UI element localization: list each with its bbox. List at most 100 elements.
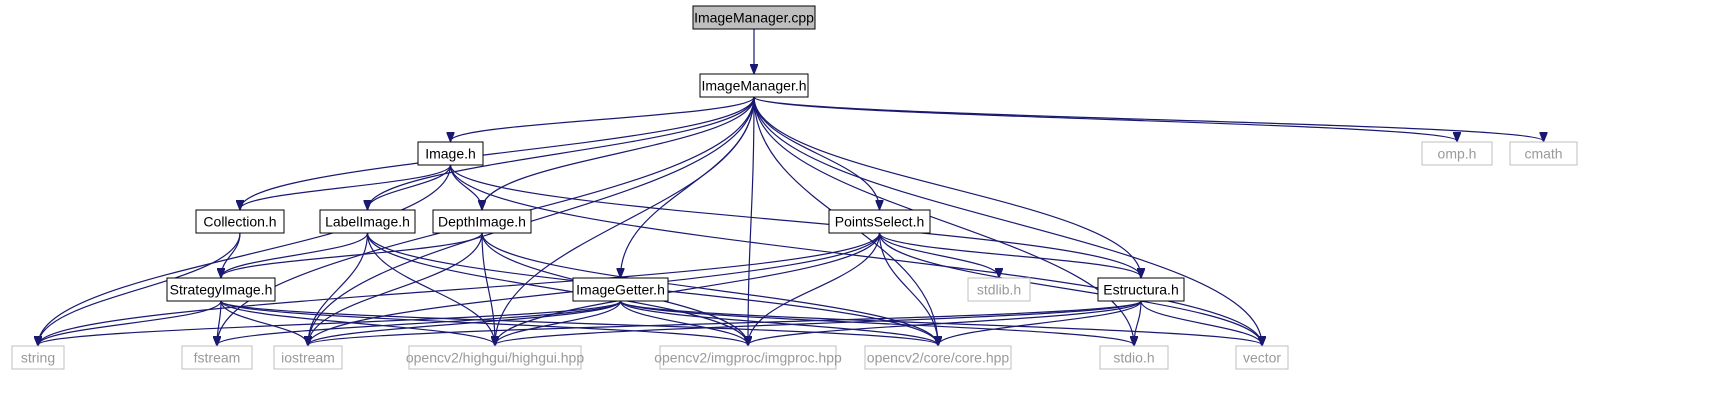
edge-imagemanager_h-to-stdio_h [753, 96, 1134, 345]
node-box [828, 209, 931, 234]
node-omp-h: omp.h [1421, 141, 1493, 166]
edge-image_h-to-string [38, 164, 452, 345]
node-box [166, 277, 276, 302]
edge-pointsselect_h-to-string [38, 232, 881, 345]
edge-imagegetter_h-to-core [619, 300, 939, 345]
node-label: PointsSelect.h [835, 214, 925, 230]
edge-imagemanager_h-to-depthimage_h [482, 96, 755, 209]
edge-pointsselect_h-to-stdlib_h [878, 232, 1000, 277]
node-label: opencv2/highgui/highgui.hpp [406, 350, 584, 366]
edge-imagemanager_h-to-labelimage_h [368, 96, 755, 209]
node-imagegetter-h[interactable]: ImageGetter.h [572, 277, 669, 302]
edge-strategyimage_h-to-highgui [220, 300, 495, 345]
node-box [408, 345, 582, 370]
edge-imagegetter_h-to-imgproc [619, 300, 749, 345]
edge-imagemanager_h-to-estructura_h [753, 96, 1141, 277]
node-box [659, 345, 837, 370]
edge-imagegetter_h-to-highgui [495, 300, 622, 345]
node-cmath: cmath [1509, 141, 1578, 166]
node-label: stdlib.h [977, 282, 1021, 298]
edge-labelimage_h-to-iostream [308, 232, 369, 345]
edge-imagemanager_h-to-imagegetter_h [621, 96, 755, 277]
node-labelimage-h[interactable]: LabelImage.h [319, 209, 416, 234]
edge-imagemanager_h-to-imgproc [748, 96, 755, 345]
node-box [1509, 141, 1578, 166]
edge-image_h-to-collection_h [240, 164, 452, 209]
edge-imagemanager_h-to-collection_h [240, 96, 755, 209]
node-depthimage-h[interactable]: DepthImage.h [432, 209, 532, 234]
node-image-h[interactable]: Image.h [417, 141, 484, 166]
node-box [417, 141, 484, 166]
node-fstream: fstream [181, 345, 253, 370]
node-stdlib-h: stdlib.h [967, 277, 1031, 302]
node-pointsselect-h[interactable]: PointsSelect.h [828, 209, 931, 234]
node-label: opencv2/imgproc/imgproc.hpp [654, 350, 842, 366]
node-label: Collection.h [203, 214, 276, 230]
node-box [181, 345, 253, 370]
node-label: Estructura.h [1103, 282, 1178, 298]
node-core: opencv2/core/core.hpp [864, 345, 1012, 370]
edge-labelimage_h-to-highgui [366, 232, 496, 345]
edge-pointsselect_h-to-core [878, 232, 939, 345]
node-label: Image.h [425, 146, 476, 162]
edge-collection_h-to-string [38, 232, 241, 345]
node-box [319, 209, 416, 234]
node-box [572, 277, 669, 302]
node-stdio-h: stdio.h [1099, 345, 1169, 370]
edge-imagemanager_h-to-cmath [753, 96, 1544, 141]
node-label: string [21, 350, 55, 366]
node-label: fstream [194, 350, 241, 366]
edge-imagegetter_h-to-fstream [217, 300, 622, 345]
edge-estructura_h-to-iostream [308, 300, 1142, 345]
node-box [1235, 345, 1289, 370]
edge-pointsselect_h-to-imgproc [748, 232, 881, 345]
edge-strategyimage_h-to-core [220, 300, 938, 345]
node-strategyimage-h[interactable]: StrategyImage.h [166, 277, 276, 302]
edge-estructura_h-to-imgproc [748, 300, 1142, 345]
node-imagemanager-cpp[interactable]: ImageManager.cpp [692, 5, 816, 30]
node-label: omp.h [1438, 146, 1477, 162]
edge-estructura_h-to-highgui [495, 300, 1142, 345]
node-label: cmath [1524, 146, 1562, 162]
node-box [1097, 277, 1185, 302]
node-estructura-h[interactable]: Estructura.h [1097, 277, 1185, 302]
edge-strategyimage_h-to-imgproc [220, 300, 748, 345]
node-string: string [11, 345, 65, 370]
node-imagemanager-h[interactable]: ImageManager.h [699, 73, 809, 98]
edge-depthimage_h-to-strategyimage_h [221, 232, 483, 277]
edge-imagemanager_h-to-pointsselect_h [753, 96, 880, 209]
node-box [864, 345, 1012, 370]
node-imgproc: opencv2/imgproc/imgproc.hpp [654, 345, 842, 370]
edge-strategyimage_h-to-fstream [217, 300, 222, 345]
edge-imagemanager_h-to-omp_h [753, 96, 1457, 141]
node-box [699, 73, 809, 98]
edges-layer [38, 29, 1544, 345]
edge-depthimage_h-to-core [481, 232, 938, 345]
edge-collection_h-to-strategyimage_h [221, 232, 241, 277]
node-box [1421, 141, 1493, 166]
node-box [692, 5, 816, 30]
edge-estructura_h-to-vector [1140, 300, 1262, 345]
edge-imagegetter_h-to-string [38, 300, 622, 345]
node-box [1099, 345, 1169, 370]
edge-imagegetter_h-to-stdio_h [619, 300, 1135, 345]
node-box [967, 277, 1031, 302]
node-box [195, 209, 285, 234]
edge-pointsselect_h-to-highgui [495, 232, 881, 345]
edge-imagegetter_h-to-iostream [308, 300, 622, 345]
edge-labelimage_h-to-strategyimage_h [221, 232, 369, 277]
edge-imagemanager_h-to-image_h [451, 96, 755, 141]
node-vector: vector [1235, 345, 1289, 370]
edge-estructura_h-to-core [938, 300, 1142, 345]
node-label: DepthImage.h [438, 214, 526, 230]
node-collection-h[interactable]: Collection.h [195, 209, 285, 234]
edge-strategyimage_h-to-string [38, 300, 222, 345]
node-box [11, 345, 65, 370]
edge-pointsselect_h-to-estructura_h [878, 232, 1142, 277]
edge-imagemanager_h-to-highgui [495, 96, 755, 345]
node-label: ImageManager.h [701, 78, 806, 94]
edge-image_h-to-estructura_h [449, 164, 1142, 277]
node-label: iostream [281, 350, 335, 366]
